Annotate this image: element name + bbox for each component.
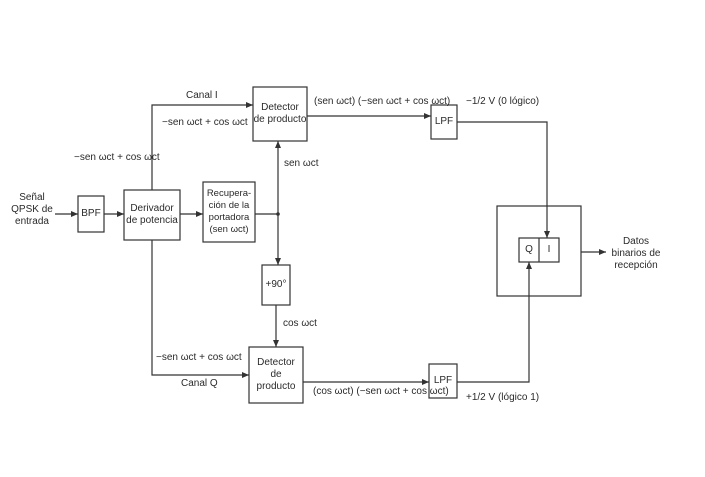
lpf-top-block (430, 104, 458, 140)
lpf-bottom-block (428, 363, 458, 399)
phase-shift-label: +90° (265, 279, 287, 290)
i-label: I (547, 244, 551, 255)
detector-top-line2: de producto (253, 114, 307, 125)
wire-canal-i (151, 102, 253, 190)
input-signal-label: −sen ωct + cos ωct (74, 152, 160, 163)
derivador-line2: de potencia (126, 215, 178, 226)
canal-q-label: Canal Q (181, 378, 218, 389)
sen-carrier-label: sen ωct (284, 158, 319, 169)
q-label: Q (525, 244, 533, 255)
wire-lpf-top-i (457, 121, 550, 238)
output-label: Datos binarios de recepción (604, 236, 668, 272)
output-line1: Datos (622, 236, 650, 247)
canal-i-label: Canal I (186, 90, 218, 101)
recuperacion-line1: Recupera- (206, 188, 252, 199)
lpf-top-label: LPF (434, 116, 454, 127)
recuperacion-label: Recupera- ción de la portadora (sen ωct) (203, 182, 255, 242)
derivador-label: Derivador de potencia (124, 190, 180, 240)
derivador-line1: Derivador (130, 203, 174, 214)
derivador-block (123, 189, 181, 241)
output-line3: recepción (614, 260, 658, 271)
input-line1: Señal (19, 192, 45, 203)
out-top-label: −1/2 V (0 lógico) (466, 96, 540, 107)
detector-top-label: Detector de producto (253, 87, 307, 141)
output-line2: binarios de (611, 248, 661, 259)
input-label: Señal QPSK de entrada (10, 192, 54, 228)
detector-top-block (252, 86, 308, 142)
recuperacion-block (202, 181, 256, 243)
top-signal-label: −sen ωct + cos ωct (162, 117, 248, 128)
product-bottom-label: (cos ωct) (−sen ωct + cos ωct) (313, 386, 449, 397)
out-bottom-label: +1/2 V (lógico 1) (466, 392, 540, 403)
detector-bottom-line1: Detector (257, 357, 295, 368)
recuperacion-line4: (sen ωct) (209, 224, 249, 235)
lpf-bottom-label: LPF (433, 375, 453, 386)
detector-bottom-line2: de (270, 369, 282, 380)
bpf-label: BPF (81, 208, 101, 219)
wire-canal-q (151, 240, 249, 378)
bottom-signal-label: −sen ωct + cos ωct (156, 352, 242, 363)
input-line2: QPSK de (11, 204, 53, 215)
detector-top-line1: Detector (261, 102, 299, 113)
cos-carrier-label: cos ωct (283, 318, 317, 329)
input-line3: entrada (15, 216, 49, 227)
detector-bottom-line3: producto (256, 381, 296, 392)
wire-lpf-bottom-q (457, 262, 532, 383)
recuperacion-line3: portadora (208, 212, 250, 223)
recuperacion-line2: ción de la (208, 200, 250, 211)
product-top-label: (sen ωct) (−sen ωct + cos ωct) (314, 96, 451, 107)
detector-bottom-label: Detector de producto (249, 347, 303, 403)
